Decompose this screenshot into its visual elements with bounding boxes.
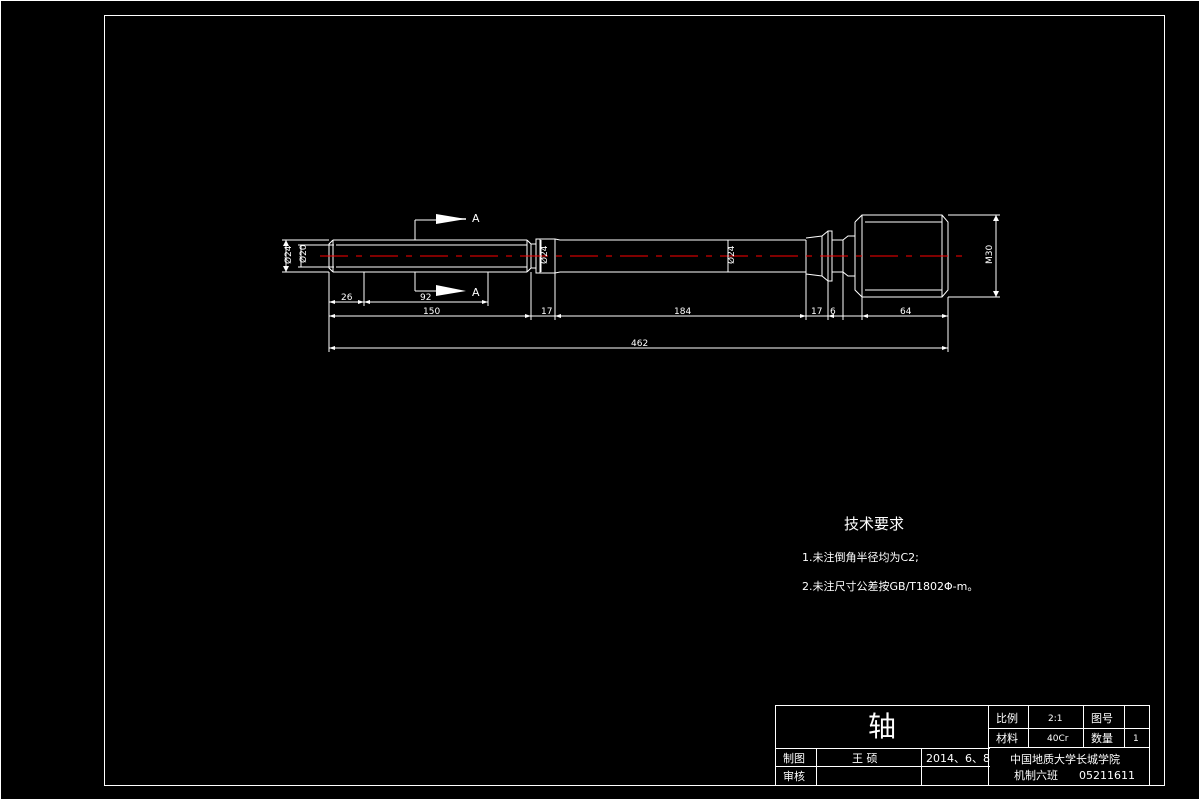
class-name: 机制六班	[1014, 768, 1058, 782]
dim-17-right: 17	[811, 307, 822, 317]
title-block-grid	[775, 705, 1150, 786]
quantity-value: 1	[1133, 734, 1139, 744]
dim-diameter-24-groove: Ø24	[539, 245, 550, 264]
dim-92: 92	[420, 293, 431, 303]
drawn-by-name: 王 硕	[852, 752, 878, 765]
section-indicator-top	[414, 214, 466, 240]
drawn-by-label: 制图	[783, 752, 805, 765]
dim-diameter-24-left: Ø24	[283, 245, 294, 264]
length-dimension-lines	[328, 272, 949, 352]
drawing-date: 2014、6、8	[926, 752, 990, 765]
dim-184: 184	[674, 307, 691, 317]
section-label-bottom: A	[472, 286, 480, 299]
dim-462: 462	[631, 339, 648, 349]
diameter-dimension-lines	[282, 214, 1000, 298]
part-name: 轴	[868, 710, 896, 743]
tech-requirement-1: 1.未注倒角半径均为C2;	[802, 550, 919, 564]
inner-frame-border	[104, 15, 1165, 786]
school-name: 中国地质大学长城学院	[1010, 752, 1120, 766]
checked-by-label: 审核	[783, 769, 805, 783]
dim-diameter-20: Ø20	[298, 244, 309, 263]
section-label-top: A	[472, 212, 480, 225]
dim-diameter-24-middle: Ø24	[726, 245, 737, 264]
scale-value: 2:1	[1048, 714, 1062, 724]
dim-thread-m30: M30	[985, 245, 995, 264]
material-value: 40Cr	[1047, 734, 1069, 744]
tech-requirements-title: 技术要求	[844, 515, 904, 533]
dimension-arrowheads	[329, 300, 948, 350]
quantity-label: 数量	[1091, 732, 1113, 745]
section-indicator-bottom	[414, 272, 466, 296]
dim-64: 64	[900, 307, 912, 317]
tech-requirement-2: 2.未注尺寸公差按GB/T1802Φ-m。	[802, 579, 978, 593]
student-id: 05211611	[1079, 769, 1135, 782]
dim-6: 6	[830, 307, 836, 317]
material-label: 材料	[996, 731, 1018, 745]
dim-17-left: 17	[541, 307, 552, 317]
scale-label: 比例	[996, 711, 1018, 725]
dim-150: 150	[423, 307, 440, 317]
drawing-no-label: 图号	[1091, 712, 1113, 725]
dim-26: 26	[341, 293, 353, 303]
